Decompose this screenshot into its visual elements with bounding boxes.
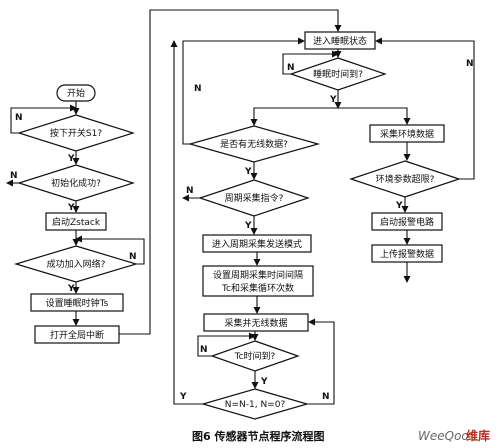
init-ok-label: 初始化成功? — [51, 177, 101, 189]
watermark-text: WeeQoo — [418, 429, 469, 443]
label-join-no: N — [129, 252, 137, 262]
edge-env-no — [375, 37, 475, 180]
n-decrement-decision — [200, 388, 310, 420]
start-zstack-label: 启动Zstack — [52, 216, 101, 228]
edge-press-no-loop — [10, 104, 77, 134]
edge-n-no-loop — [307, 318, 335, 405]
set-period-label-1: 设置周期采集时间间隔 — [213, 269, 303, 281]
n-decrement-label: N=N-1, N=0? — [225, 400, 286, 410]
wireless-data-label: 是否有无线数据? — [220, 138, 288, 150]
edge-tc-no-loop — [197, 332, 256, 357]
figure-caption: 图6 传感器节点程序流程图 — [192, 429, 324, 443]
periodic-mode-label: 进入周期采集发送模式 — [212, 238, 302, 250]
label-init-no: N — [10, 171, 18, 181]
label-press-yes: Y — [67, 154, 75, 164]
label-env-yes: Y — [395, 201, 403, 211]
set-period-box — [202, 265, 314, 297]
collect-wireless-label: 采集并无线数据 — [224, 317, 287, 329]
sleep-time-label: 睡眠时间到? — [313, 68, 363, 80]
set-sleep-clock-box — [30, 293, 124, 312]
edge-n-yes — [170, 40, 203, 405]
edge-interrupt-sleep — [119, 9, 342, 335]
start-alarm-label: 启动报警电路 — [380, 216, 434, 228]
label-sleeptime-yes: Y — [329, 95, 337, 105]
press-s1-label: 按下开关S1? — [50, 127, 102, 139]
label-wireless-no: N — [194, 84, 202, 94]
start-label: 开始 — [67, 87, 85, 99]
watermark-cn: 维库 — [466, 428, 490, 443]
label-periodic-yes: Y — [244, 221, 252, 231]
label-sleeptime-no: N — [287, 63, 295, 73]
tc-time-label: Tc时间到? — [234, 350, 276, 362]
label-tc-yes: Y — [260, 377, 268, 387]
label-env-no: N — [466, 59, 474, 69]
edge-split-wireless — [250, 107, 338, 126]
label-press-no: N — [15, 113, 23, 123]
edge-sleeptime-no-loop — [282, 50, 339, 75]
label-init-yes: Y — [67, 203, 75, 213]
open-interrupt-label: 打开全局中断 — [50, 329, 104, 341]
upload-alarm-label: 上传报警数据 — [380, 248, 434, 260]
label-n-yes: Y — [179, 392, 187, 402]
label-wireless-yes: Y — [244, 167, 252, 177]
weeqoo-logo: WeeQoo 维库 — [418, 428, 490, 443]
periodic-cmd-label: 周期采集指令? — [225, 192, 284, 204]
enter-sleep-label: 进入睡眠状态 — [313, 35, 367, 47]
label-n-no: N — [322, 392, 330, 402]
set-sleep-clock-label: 设置睡眠时钟Ts — [46, 297, 109, 309]
set-period-label-2: Tc和采集循环次数 — [221, 282, 294, 294]
collect-env-label: 采集环境数据 — [380, 128, 434, 140]
label-join-yes: Y — [67, 284, 75, 294]
label-tc-no: N — [200, 345, 208, 355]
edge-wireless-no — [182, 37, 305, 145]
label-periodic-no: N — [186, 186, 194, 196]
join-network-label: 成功加入网络? — [47, 258, 106, 270]
edge-join-no-loop — [75, 235, 145, 265]
edge-split-env — [338, 107, 411, 125]
env-limit-label: 环境参数超限? — [376, 173, 435, 185]
